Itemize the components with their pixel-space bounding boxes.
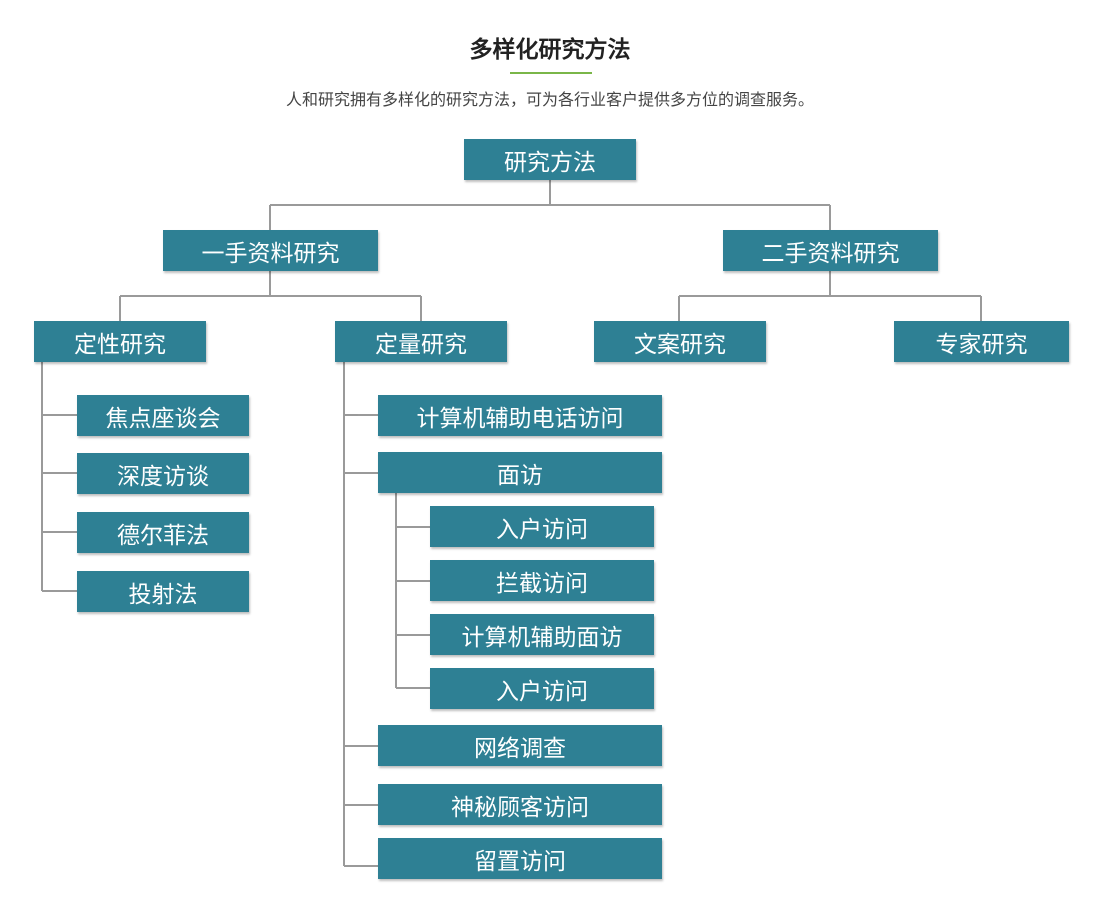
node-projective-technique: 投射法 <box>77 571 249 612</box>
node-delphi-method: 德尔菲法 <box>77 512 249 553</box>
node-in-depth-interview: 深度访谈 <box>77 453 249 494</box>
node-mystery-shopping: 神秘顾客访问 <box>378 784 662 825</box>
node-research-methods: 研究方法 <box>464 139 636 180</box>
node-focus-group: 焦点座谈会 <box>77 395 249 436</box>
node-in-home-interview-2: 入户访问 <box>430 668 654 709</box>
node-intercept-interview: 拦截访问 <box>430 560 654 601</box>
node-expert-research: 专家研究 <box>894 321 1069 362</box>
node-capi: 计算机辅助面访 <box>430 614 654 655</box>
node-drop-off-survey: 留置访问 <box>378 838 662 879</box>
connector-secondary <box>678 271 982 321</box>
connector-face-to-face <box>395 493 430 689</box>
node-cati: 计算机辅助电话访问 <box>378 395 662 436</box>
node-in-home-interview: 入户访问 <box>430 506 654 547</box>
connector-primary <box>119 271 422 321</box>
connector-quantitative <box>343 362 378 867</box>
title-underline <box>510 72 592 74</box>
node-primary-research: 一手资料研究 <box>163 230 378 271</box>
page-subtitle: 人和研究拥有多样化的研究方法，可为各行业客户提供多方位的调查服务。 <box>285 90 814 109</box>
node-desk-research: 文案研究 <box>594 321 766 362</box>
node-secondary-research: 二手资料研究 <box>723 230 938 271</box>
node-quantitative-research: 定量研究 <box>335 321 507 362</box>
node-face-to-face: 面访 <box>378 452 662 493</box>
node-online-survey: 网络调查 <box>378 725 662 766</box>
node-qualitative-research: 定性研究 <box>34 321 206 362</box>
page-title: 多样化研究方法 <box>469 37 631 63</box>
connector-qualitative <box>41 362 77 592</box>
connector-root <box>269 180 831 230</box>
